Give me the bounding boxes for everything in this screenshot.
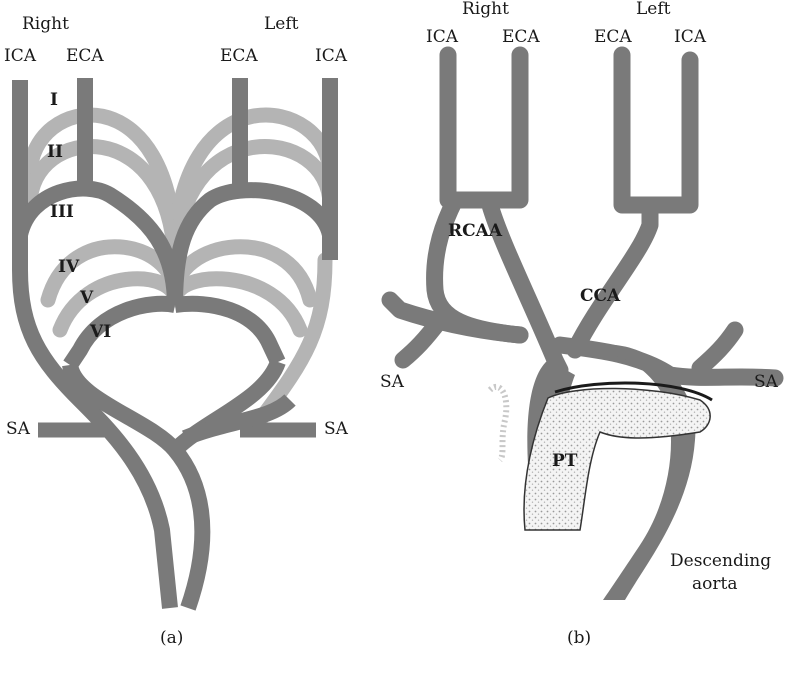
panel-b-vessels bbox=[381, 46, 784, 387]
panel-a-eca-right: ECA bbox=[66, 46, 104, 66]
panel-a-ica-right: ICA bbox=[4, 46, 37, 66]
rcaa-label: RCAA bbox=[448, 221, 503, 241]
right-sa-branch bbox=[394, 311, 449, 369]
left-sa-branch bbox=[691, 321, 744, 377]
panel-a-sa-right: SA bbox=[6, 419, 31, 439]
arch-VI-right bbox=[63, 295, 177, 370]
right-sa-b bbox=[381, 291, 529, 344]
panel-a-left-label: Left bbox=[264, 14, 299, 34]
panel-b-eca-left: ECA bbox=[594, 27, 632, 47]
panel-a-sa-left: SA bbox=[324, 419, 349, 439]
panel-b-caption: (b) bbox=[567, 628, 591, 648]
arch-IV-left-light bbox=[167, 239, 318, 308]
descending-aorta-b bbox=[575, 344, 696, 600]
stipple-remnant bbox=[487, 383, 510, 463]
pulmonary-trunk bbox=[523, 387, 711, 531]
arch-label-I: I bbox=[50, 90, 58, 110]
arch-label-IV: IV bbox=[58, 257, 80, 277]
panel-b-eca-right: ECA bbox=[502, 27, 540, 47]
ductus-outline bbox=[554, 381, 713, 402]
panel-a-ica-left: ICA bbox=[315, 46, 348, 66]
panel-a-caption: (a) bbox=[160, 628, 183, 648]
descending-aorta-label-2: aorta bbox=[692, 574, 737, 594]
aorta-descending-a bbox=[168, 444, 211, 611]
left-carotid-fork bbox=[613, 46, 699, 214]
panel-b-right-label: Right bbox=[462, 0, 509, 19]
panel-b-left-label: Left bbox=[636, 0, 671, 19]
panel-b: Right Left ICA ECA ECA ICA RCAA CCA PT S… bbox=[380, 0, 784, 648]
descending-aorta-label-1: Descending bbox=[670, 551, 771, 571]
arch-label-V: V bbox=[79, 288, 94, 308]
arch-III-left bbox=[167, 182, 338, 306]
panel-a-right-label: Right bbox=[22, 14, 69, 34]
pt-label: PT bbox=[552, 451, 578, 471]
panel-a-eca-left: ECA bbox=[220, 46, 258, 66]
arch-label-II: II bbox=[47, 142, 63, 162]
arch-label-III: III bbox=[50, 202, 74, 222]
arch-label-VI: VI bbox=[89, 322, 111, 342]
panel-b-sa-left: SA bbox=[754, 372, 779, 392]
left-arch-connector bbox=[182, 393, 296, 446]
cca-label: CCA bbox=[580, 286, 621, 306]
left-dorsal-light bbox=[252, 252, 333, 428]
panel-a: Right Left ICA ECA ECA ICA I II III IV V… bbox=[4, 14, 349, 648]
panel-b-ica-left: ICA bbox=[674, 27, 707, 47]
right-carotid-fork bbox=[439, 46, 529, 209]
dark-vessels bbox=[12, 78, 338, 611]
right-cca-trunk bbox=[481, 196, 569, 379]
arch-II-right bbox=[22, 139, 183, 278]
arch-III-right bbox=[12, 180, 183, 306]
left-cca-trunk bbox=[566, 201, 659, 359]
panel-b-ica-right: ICA bbox=[426, 27, 459, 47]
panel-b-sa-right: SA bbox=[380, 372, 405, 392]
arch-VI-left bbox=[173, 295, 286, 366]
right-ica-dorsal bbox=[12, 80, 178, 609]
